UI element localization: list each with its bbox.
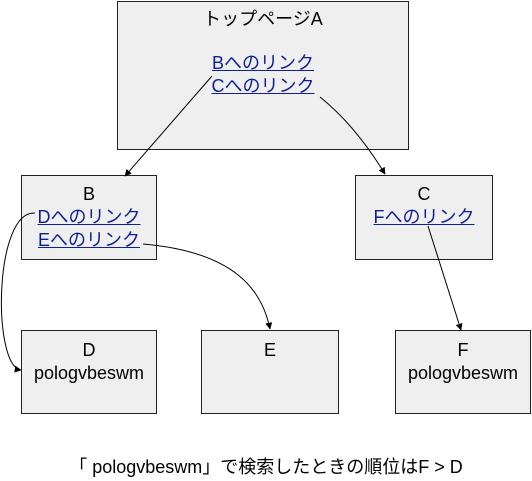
page-title-e: E bbox=[263, 340, 276, 360]
arrow-b-to-e bbox=[142, 243, 273, 330]
page-box-d: D pologvbeswm bbox=[21, 330, 157, 414]
page-box-b: B Dへのリンク Eへのリンク bbox=[21, 175, 157, 260]
arrow-b-to-d bbox=[0, 212, 36, 373]
ranking-caption: 「 pologvbeswm」で検索したときの順位はF > D bbox=[69, 457, 463, 477]
link-to-d[interactable]: Dへのリンク bbox=[37, 207, 141, 227]
page-keyword-f: pologvbeswm bbox=[407, 363, 519, 383]
link-to-b[interactable]: Bへのリンク bbox=[211, 53, 314, 73]
page-title-d: D bbox=[82, 340, 96, 360]
link-to-e[interactable]: Eへのリンク bbox=[37, 230, 140, 250]
page-box-c: C Fへのリンク bbox=[355, 175, 493, 260]
page-keyword-d: pologvbeswm bbox=[33, 363, 145, 383]
page-box-a: トップページA Bへのリンク Cへのリンク bbox=[117, 1, 409, 150]
link-to-c[interactable]: Cへのリンク bbox=[211, 76, 315, 96]
arrow-c-to-f bbox=[427, 225, 463, 331]
arrow-a-to-c bbox=[319, 96, 386, 175]
link-to-f[interactable]: Fへのリンク bbox=[373, 207, 475, 227]
page-title-a: トップページA bbox=[203, 9, 323, 29]
page-box-f: F pologvbeswm bbox=[395, 330, 531, 414]
page-title-f: F bbox=[457, 340, 469, 360]
page-box-e: E bbox=[201, 330, 339, 414]
page-title-c: C bbox=[417, 184, 431, 204]
arrow-a-to-b bbox=[124, 75, 213, 177]
page-title-b: B bbox=[82, 184, 95, 204]
